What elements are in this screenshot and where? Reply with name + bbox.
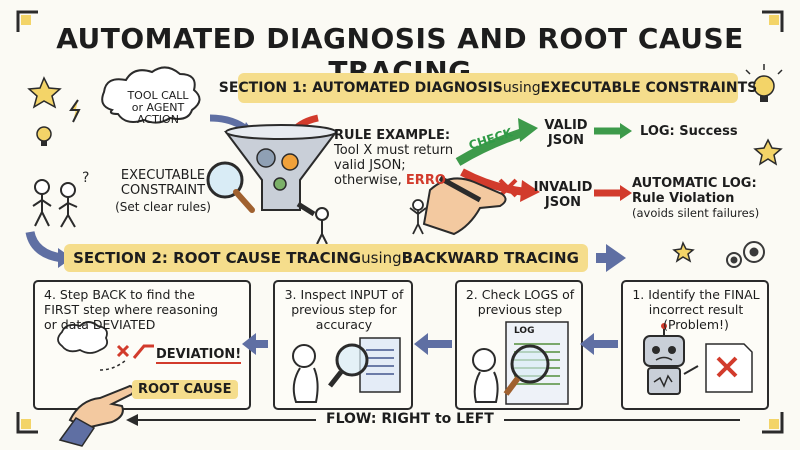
auto-log-line1: AUTOMATIC LOG: (632, 176, 757, 191)
constraint-line1: EXECUTABLE (120, 168, 206, 183)
section2-suffix: BACKWARD TRACING (401, 249, 579, 267)
section1-header: SECTION 1: AUTOMATED DIAGNOSIS using EXE… (219, 73, 757, 103)
step1-line1: 1. Identify the FINAL (632, 287, 760, 302)
invalid-arrow-head (520, 180, 540, 202)
bulb-icon-right (745, 64, 783, 102)
magnifier-icon (206, 161, 255, 213)
step1-line3: (Problem!) (663, 317, 729, 332)
step2-line1: 2. Check LOGS of (465, 287, 575, 302)
step4-line1: 4. Step BACK to find the (44, 287, 195, 302)
error-document-icon (705, 343, 753, 393)
log-tag: LOG (514, 326, 535, 336)
invalid-json-label: INVALID JSON (530, 180, 596, 210)
path-line (99, 359, 127, 371)
invalid-line1: INVALID (533, 180, 593, 195)
gear-icons (726, 241, 765, 268)
decorative-stars (27, 76, 783, 263)
tool-call-line2: or AGENT ACTION (131, 101, 185, 126)
hand-with-pen (422, 175, 507, 236)
step3-line3: accuracy (315, 317, 373, 332)
root-cause-label: ROOT CAUSE (132, 380, 238, 399)
valid-line2: JSON (547, 133, 585, 148)
section2-using: using (361, 249, 402, 267)
constraint-line2: CONSTRAINT (120, 183, 206, 198)
step2-text: 2. Check LOGS of previous step (460, 287, 580, 317)
step3-line2: previous step for (291, 302, 397, 317)
section2-header: SECTION 2: ROOT CAUSE TRACING using BACK… (64, 244, 588, 272)
invalid-line2: JSON (544, 195, 582, 210)
rule-line1: Tool X must return (334, 143, 454, 158)
step2-line2: previous step (477, 302, 563, 317)
section1-using: using (502, 80, 541, 96)
flow-arrow-head (126, 414, 138, 426)
check-arrow-head (518, 118, 538, 142)
executable-constraint-label: EXECUTABLE CONSTRAINT (Set clear rules) (108, 168, 218, 215)
tool-call-line1: TOOL CALL (127, 89, 189, 102)
step4-line2: FIRST step where reasoning (44, 302, 219, 317)
valid-json-label: VALID JSON (538, 118, 594, 148)
rule-heading: RULE EXAMPLE: (334, 128, 451, 143)
step3-text: 3. Inspect INPUT of previous step for ac… (282, 287, 406, 332)
invalid-arrow (460, 168, 527, 196)
curve-arrow-left (25, 230, 63, 263)
backward-arrows (242, 333, 618, 355)
section1-suffix: EXECUTABLE CONSTRAINTS (540, 80, 758, 96)
auto-log-line2: Rule Violation (632, 191, 735, 206)
deviation-cross (116, 344, 130, 358)
check-arrow (455, 127, 526, 166)
automatic-log: AUTOMATIC LOG: Rule Violation (avoids si… (632, 176, 792, 221)
inspector-person (292, 337, 401, 403)
corner-brackets (16, 10, 784, 434)
step1-text: 1. Identify the FINAL incorrect result (… (628, 287, 764, 332)
log-success: LOG: Success (640, 124, 738, 139)
auto-log-line3: (avoids silent failures) (632, 206, 760, 220)
section2-prefix: SECTION 2: ROOT CAUSE TRACING (73, 249, 362, 267)
small-figure (409, 199, 427, 235)
valid-line1: VALID (544, 118, 588, 133)
constraint-line3: (Set clear rules) (115, 200, 211, 214)
step1-line2: incorrect result (648, 302, 744, 317)
rule-error: ERRO (405, 173, 446, 188)
thought-cloud (57, 321, 109, 354)
bulb-icon-left (36, 126, 52, 146)
section1-prefix: SECTION 1: AUTOMATED DIAGNOSIS (218, 80, 503, 96)
lightning-doodle (69, 99, 81, 123)
rule-line3: otherwise, (334, 173, 402, 188)
step3-line1: 3. Inspect INPUT of (284, 287, 404, 302)
tool-call-cloud (101, 66, 201, 124)
corner-fills (21, 15, 779, 429)
rule-example: RULE EXAMPLE: Tool X must return valid J… (334, 128, 464, 188)
question-mark: ? (82, 170, 89, 186)
tool-call-label: TOOL CALL or AGENT ACTION (112, 90, 204, 126)
rule-line2: valid JSON; (334, 158, 406, 173)
funnel-icon (224, 124, 338, 211)
step4-text: 4. Step BACK to find the FIRST step wher… (44, 287, 244, 332)
stick-people (32, 179, 78, 228)
deviation-label: DEVIATION! (156, 347, 242, 364)
step4-line3: or data DEVIATED (44, 317, 156, 332)
log-inspector (472, 321, 569, 405)
deviation-arrow (132, 344, 154, 359)
telescope-person (296, 201, 329, 245)
robot-icon (643, 323, 699, 395)
flow-label: FLOW: RIGHT to LEFT (316, 411, 504, 427)
